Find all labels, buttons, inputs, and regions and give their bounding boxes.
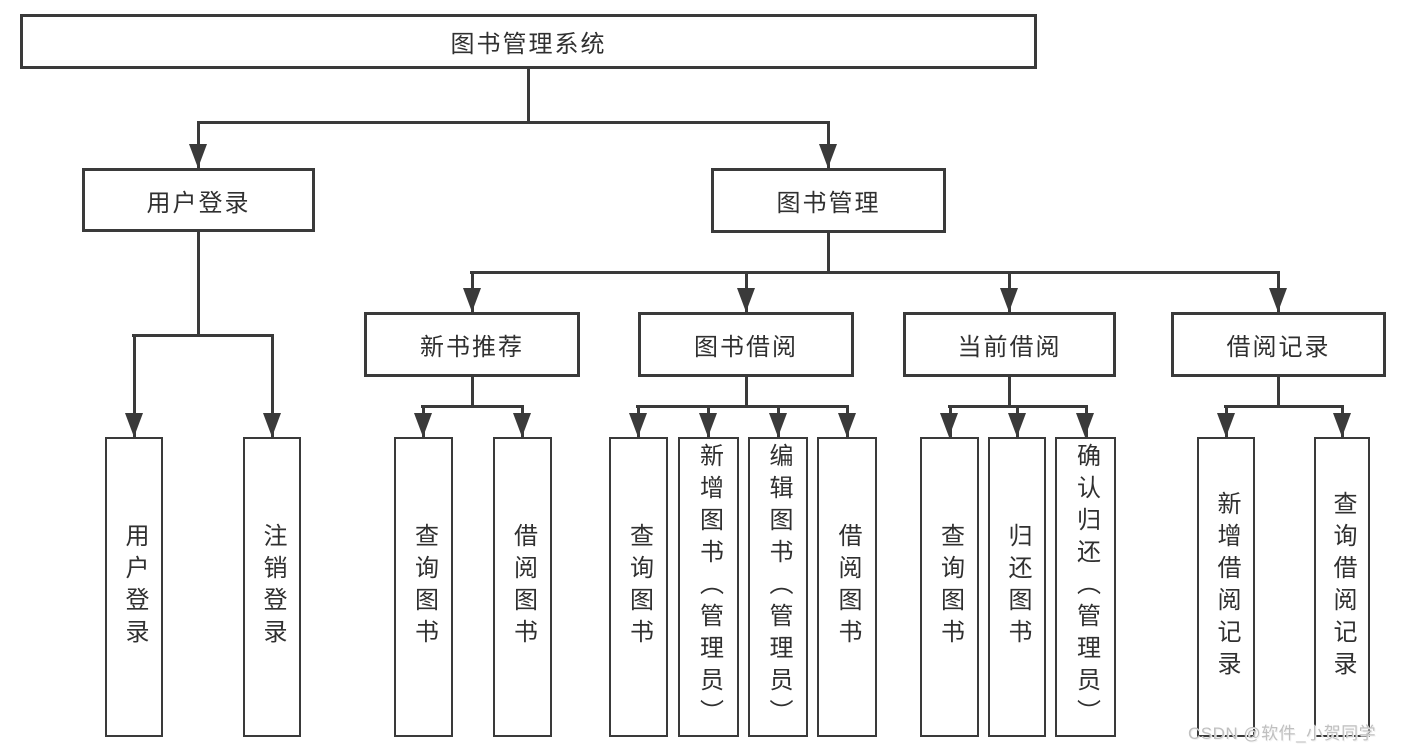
leaf-borrow-query: 查询图书 — [609, 437, 668, 737]
leaf-newbook-borrow-label: 借阅图书 — [509, 523, 537, 651]
csdn-watermark: CSDN @软件_小贺同学 — [1188, 724, 1377, 743]
leaf-records-add-label: 新增借阅记录 — [1213, 491, 1240, 683]
node-new-book-recommend: 新书推荐 — [364, 312, 580, 377]
arrow-down-icon — [1076, 413, 1094, 437]
node-current-borrow-label: 当前借阅 — [957, 334, 1062, 361]
node-book-borrow-label: 图书借阅 — [694, 334, 798, 361]
leaf-borrow-add: 新增图书（管理员） — [678, 437, 739, 737]
node-root-label: 图书管理系统 — [450, 31, 607, 58]
connector-user-login-stub — [197, 232, 200, 335]
node-new-book-recommend-label: 新书推荐 — [420, 334, 524, 361]
node-root: 图书管理系统 — [20, 14, 1037, 69]
arrow-down-icon — [629, 413, 647, 437]
leaf-newbook-query-label: 查询图书 — [410, 523, 438, 651]
leaf-user-login-label: 用户登录 — [121, 523, 148, 651]
arrow-down-icon — [819, 144, 837, 168]
connector-root-stub — [527, 69, 530, 122]
node-user-login: 用户登录 — [82, 168, 315, 232]
arrow-down-icon — [463, 288, 481, 312]
connector-to-leaf-logout — [271, 334, 274, 437]
leaf-records-query-label: 查询借阅记录 — [1329, 491, 1356, 683]
arrow-down-icon — [940, 413, 958, 437]
leaf-current-return-label: 归还图书 — [1004, 523, 1031, 651]
connector-to-leaf-user-login — [133, 334, 136, 437]
leaf-current-confirm-label: 确认归还（管理员） — [1072, 443, 1100, 731]
arrow-down-icon — [769, 413, 787, 437]
connector-book-management-stub — [827, 233, 830, 272]
leaf-records-add: 新增借阅记录 — [1197, 437, 1255, 737]
connector-book-borrow-rail — [636, 405, 849, 408]
leaf-current-return: 归还图书 — [988, 437, 1046, 737]
arrow-down-icon — [1333, 413, 1351, 437]
leaf-logout: 注销登录 — [243, 437, 301, 737]
arrow-down-icon — [513, 413, 531, 437]
connector-user-login-rail — [132, 334, 274, 337]
leaf-newbook-query: 查询图书 — [394, 437, 453, 737]
connector-borrow-records-rail — [1224, 405, 1344, 408]
leaf-logout-label: 注销登录 — [259, 523, 286, 651]
node-user-login-label: 用户登录 — [146, 189, 251, 217]
node-current-borrow: 当前借阅 — [903, 312, 1116, 377]
arrow-down-icon — [263, 413, 281, 437]
leaf-borrow-query-label: 查询图书 — [625, 523, 653, 651]
arrow-down-icon — [737, 288, 755, 312]
connector-level1-rail — [197, 121, 830, 124]
connector-borrow-records-stub — [1277, 377, 1280, 406]
arrow-down-icon — [838, 413, 856, 437]
leaf-current-confirm: 确认归还（管理员） — [1055, 437, 1116, 737]
connector-new-book-rail — [421, 405, 524, 408]
leaf-newbook-borrow: 借阅图书 — [493, 437, 552, 737]
node-book-borrow: 图书借阅 — [638, 312, 854, 377]
arrow-down-icon — [1000, 288, 1018, 312]
node-book-management: 图书管理 — [711, 168, 946, 233]
leaf-user-login: 用户登录 — [105, 437, 163, 737]
node-borrow-records: 借阅记录 — [1171, 312, 1386, 377]
arrow-down-icon — [1217, 413, 1235, 437]
leaf-borrow-add-label: 新增图书（管理员） — [695, 443, 723, 731]
node-book-management-label: 图书管理 — [776, 190, 881, 217]
arrow-down-icon — [1269, 288, 1287, 312]
leaf-current-query: 查询图书 — [920, 437, 979, 737]
arrow-down-icon — [125, 413, 143, 437]
leaf-borrow-borrow: 借阅图书 — [817, 437, 877, 737]
leaf-borrow-edit-label: 编辑图书（管理员） — [765, 443, 792, 731]
arrow-down-icon — [1008, 413, 1026, 437]
connector-new-book-stub — [471, 377, 474, 406]
leaf-borrow-borrow-label: 借阅图书 — [834, 523, 861, 651]
arrow-down-icon — [699, 413, 717, 437]
node-borrow-records-label: 借阅记录 — [1226, 334, 1331, 361]
connector-level2-rail — [470, 271, 1280, 274]
connector-current-borrow-stub — [1008, 377, 1011, 406]
leaf-borrow-edit: 编辑图书（管理员） — [748, 437, 808, 737]
leaf-records-query: 查询借阅记录 — [1314, 437, 1370, 737]
connector-book-borrow-stub — [745, 377, 748, 406]
leaf-current-query-label: 查询图书 — [936, 523, 964, 651]
arrow-down-icon — [414, 413, 432, 437]
arrow-down-icon — [189, 144, 207, 168]
